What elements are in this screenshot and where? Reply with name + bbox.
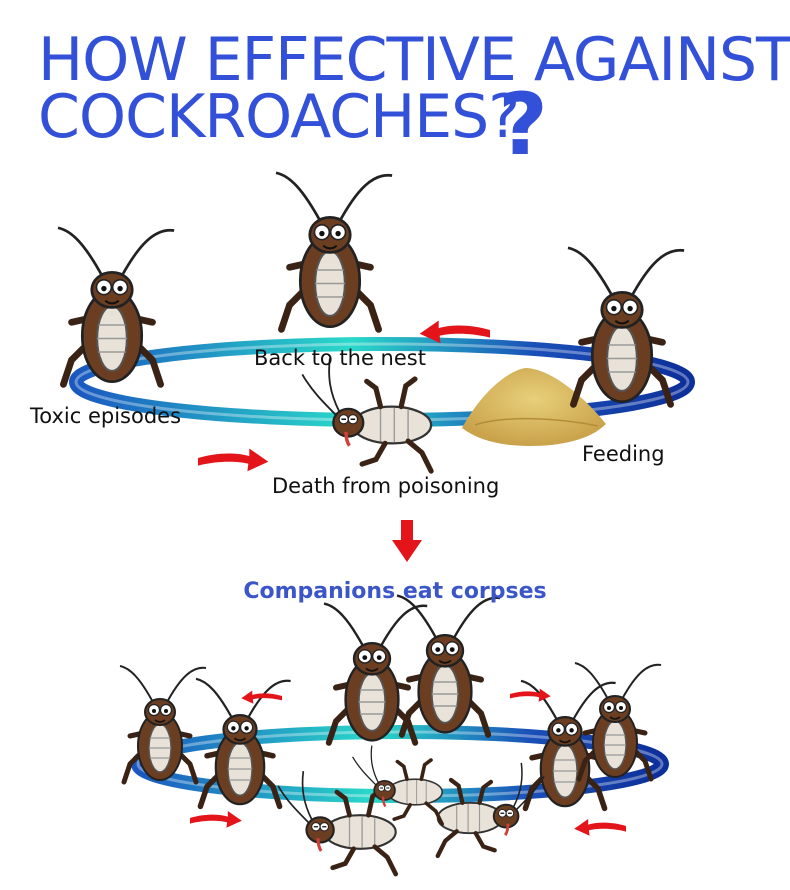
label-death-from-poisoning: Death from poisoning [272,474,500,498]
roach-feeding [568,248,684,405]
roach-lower-1 [120,666,206,782]
bait-powder-pile [462,368,606,446]
label-back-to-nest: Back to the nest [254,346,426,370]
title-line-2: COCKROACHES? [38,82,520,152]
companions-eat-corpses-heading: Companions eat corpses [243,579,547,604]
arrow-toxic-to-death-icon [198,448,269,472]
roach-lower-dead-3 [350,743,445,826]
question-mark-icon: ? [498,75,548,175]
lower-arrow-bottom-right-icon [574,819,626,836]
roach-back-to-nest [276,173,392,330]
lower-arrow-top-left-icon [241,690,282,704]
roach-lower-dead-2 [438,763,544,856]
roach-lower-4 [397,596,500,735]
down-arrow-icon [392,520,422,562]
roach-lower-6 [575,663,661,779]
lower-arrow-bottom-left-icon [190,811,242,828]
title-line-1: HOW EFFECTIVE AGAINST [38,25,790,95]
label-feeding: Feeding [582,442,665,466]
label-toxic-episodes: Toxic episodes [30,404,182,428]
roach-lower-3 [324,604,427,743]
